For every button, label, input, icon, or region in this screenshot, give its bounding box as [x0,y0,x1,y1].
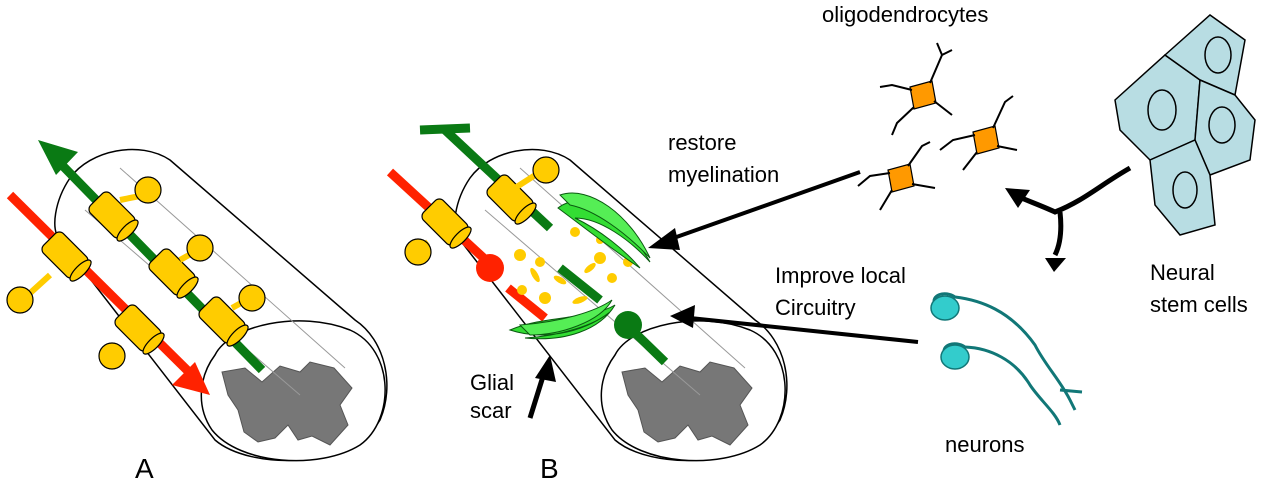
panel-label-b: B [540,453,559,484]
improve-label-line2: Circuitry [775,295,856,320]
neural-stem-label-line2: stem cells [1150,292,1248,317]
restore-arrow [648,170,861,250]
grey-matter-b [621,361,753,446]
improve-arrow [670,305,919,344]
restore-label-line1: restore [668,130,736,155]
glial-label-line2: scar [470,398,512,423]
myelin-segments-a [6,176,266,370]
neuron-cells [930,292,1083,426]
glial-scar [508,192,651,340]
oligodendrocytes-label: oligodendrocytes [822,2,988,27]
glial-arrow [527,355,556,419]
grey-matter-a [221,361,353,446]
neural-stem-label-line1: Neural [1150,260,1215,285]
restore-label-line2: myelination [668,162,779,187]
differentiation-arrow [1013,165,1132,257]
oligodendrocyte-cells [857,42,1018,211]
myelin-segments-b [404,156,560,266]
neural-stem-cells [1114,14,1256,236]
myelin-debris [514,227,633,304]
neurons-label: neurons [945,432,1025,457]
sensory-axon-a [6,191,210,395]
spinal-cord-b [454,148,788,462]
improve-label-line1: Improve local [775,263,906,288]
glial-label-line1: Glial [470,370,514,395]
panel-label-a: A [135,453,154,484]
